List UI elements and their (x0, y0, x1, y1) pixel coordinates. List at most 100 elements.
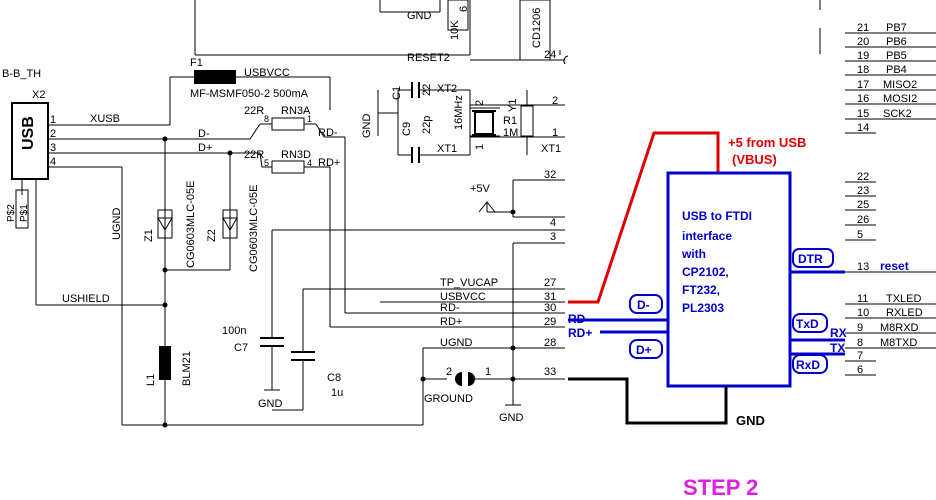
cg1-label: CG0603MLC-05E (185, 181, 197, 268)
x2-pin3: 3 (50, 142, 56, 154)
rn3d-pin5: 5 (264, 158, 269, 168)
rn3d-label: RN3D (281, 149, 311, 161)
pin9-label: 9 (857, 322, 863, 334)
ftdi-line1: USB to FTDI (682, 209, 752, 223)
rx-label: RX (830, 326, 847, 340)
pb7-label: PB7 (886, 22, 907, 34)
ferrite-body (159, 346, 171, 380)
dplus-tag-label: D+ (636, 343, 652, 357)
ugnd-label: UGND (111, 208, 123, 240)
txled-label: TXLED (886, 293, 922, 305)
pin16-label: 16 (857, 93, 869, 105)
pin32-label: 32 (544, 169, 556, 181)
jumper-pin2: 2 (446, 366, 452, 378)
l1-label: L1 (145, 374, 157, 386)
rxd-label: RxD (796, 358, 820, 372)
pin3-label: 3 (550, 231, 556, 243)
c1-22-label: 22 (421, 84, 433, 96)
xt-pin2: 2 (552, 95, 558, 107)
xt1-label: XT1 (541, 143, 561, 155)
annotations: +5 from USB (VBUS) USB to FTDI interface… (568, 131, 847, 500)
pin11-label: 11 (857, 293, 868, 305)
vbus-annotation-line1: +5 from USB (728, 135, 806, 150)
dminus-tag-label: D- (637, 298, 650, 312)
crystal-area: GND C1 22 XT2 C9 22p XT1 16MHz Y1 R1 1M … (361, 82, 565, 163)
x2-pin4: 4 (50, 156, 56, 168)
z1-label: Z1 (143, 229, 155, 242)
ground-jumper-right (468, 372, 475, 386)
step-title: STEP 2 (683, 475, 758, 500)
gnd-xtal-label: GND (361, 114, 373, 139)
pb4-label: PB4 (886, 64, 907, 76)
reset2-label: RESET2 (407, 52, 450, 64)
ground-label: GROUND (424, 393, 473, 405)
pin27-label: 27 (544, 277, 556, 289)
r1-value: 1M (503, 127, 518, 139)
tp-vucap-label: TP_VUCAP (440, 277, 498, 289)
rd-plus-blue-label: RD+ (568, 326, 592, 340)
rd-minus-label: RD- (318, 127, 338, 139)
tx-label: TX (830, 341, 845, 355)
ps2-label: P$2 (6, 204, 17, 222)
pin20-label: 20 (857, 36, 869, 48)
z2-label: Z2 (206, 229, 218, 242)
dminus-tag (629, 294, 663, 314)
y1-freq-label: 16MHz (453, 95, 465, 130)
dminus-label: D- (198, 128, 210, 140)
pin18-label: 18 (857, 64, 869, 76)
rn3d-resistor (271, 160, 305, 174)
resistor-r1 (520, 105, 534, 137)
top-ic-area: GND 10K 6 CD1206 RESET2 24 (194, 0, 569, 65)
tvs-diodes: UGND Z1 Z2 CG0603MLC-05E CG0603MLC-05E (111, 136, 260, 425)
pin25-label: 25 (857, 199, 869, 211)
sck2-label: SCK2 (883, 108, 912, 120)
f1-part-label: MF-MSMF050-2 500mA (190, 88, 309, 100)
crystal-y1 (474, 111, 494, 135)
rn3d-pin4: 4 (307, 158, 312, 168)
c1-label: C1 (391, 86, 403, 100)
pin31-label: 31 (544, 291, 556, 303)
top-10k-label: 10K (449, 20, 461, 40)
pin19-label: 19 (857, 50, 869, 62)
pb6-label: PB6 (886, 36, 907, 48)
ground-gnd-label: GND (258, 398, 283, 410)
rn3d-value: 22R (244, 149, 264, 161)
net-ugnd-label: UGND (440, 337, 472, 349)
c7-value: 100n (222, 325, 246, 337)
x2-label: X2 (32, 89, 45, 101)
ic-net-lines: TP_VUCAP USBVCC RD- RD+ UGND 27 31 30 29… (303, 231, 565, 425)
y-pin1: 1 (474, 144, 486, 150)
pin30-label: 30 (544, 302, 556, 314)
c9-value: 22p (421, 116, 433, 134)
net-usbvcc-label: USBVCC (440, 291, 486, 303)
pin24-label: 24 (544, 49, 556, 61)
pin29-label: 29 (544, 316, 556, 328)
blm-label: BLM21 (181, 351, 193, 386)
top-6-label: 6 (458, 6, 470, 12)
usb-type-label: B-B_TH (2, 68, 41, 80)
pin10-label: 10 (857, 307, 869, 319)
ftdi-line2: interface (682, 229, 732, 243)
ftdi-line4: CP2102, (682, 265, 729, 279)
pin22-label: 22 (857, 171, 869, 183)
pin15-label: 15 (857, 108, 869, 120)
pin13-label: 13 (857, 261, 869, 273)
rn3a-value: 22R (244, 105, 264, 117)
pin21-label: 21 (857, 22, 869, 34)
mosi2-label: MOSI2 (883, 93, 917, 105)
pin4-label: 4 (550, 217, 556, 229)
m8rxd-label: M8RXD (880, 322, 919, 334)
right-pin-column: 21 20 19 18 17 16 15 14 PB7 PB6 PB5 PB4 … (819, 0, 936, 376)
usb-connector: B-B_TH X2 USB 1 2 3 4 XUSB D- D+ P$2 P$1… (2, 68, 260, 306)
fuse-f1: F1 USBVCC MF-MSMF050-2 500mA (169, 57, 331, 125)
x2-pin1: 1 (50, 114, 56, 126)
dplus-label: D+ (198, 142, 212, 154)
pin6-label: 6 (857, 364, 863, 376)
ground-gnd2-label: GND (499, 412, 524, 424)
c8-label: C8 (327, 372, 341, 384)
c8-value: 1u (331, 387, 343, 399)
jumper-pin1: 1 (485, 366, 491, 378)
rn3a-label: RN3A (281, 105, 311, 117)
rn3a-resistor (271, 117, 305, 131)
